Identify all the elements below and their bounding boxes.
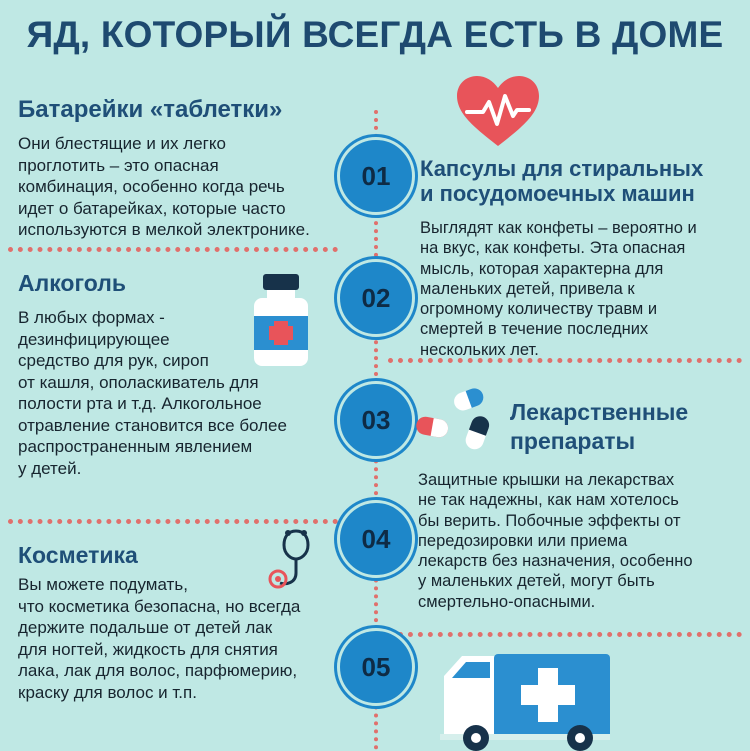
capsules-heading: Капсулы для стиральных и посудомоечных м… bbox=[420, 156, 704, 206]
page-title: ЯД, КОТОРЫЙ ВСЕГДА ЕСТЬ В ДОМЕ bbox=[26, 14, 724, 55]
heart-pulse-icon bbox=[457, 76, 539, 146]
step-number-2: 02 bbox=[337, 259, 415, 337]
medicines-heading: Лекарственные препараты bbox=[510, 399, 689, 454]
divider-2 bbox=[388, 358, 742, 363]
medicines-text: Защитные крышки на лекарствах не так над… bbox=[418, 471, 693, 611]
alcohol-heading: Алкоголь bbox=[18, 270, 126, 296]
stethoscope-icon bbox=[268, 529, 310, 589]
step-number-3: 03 bbox=[337, 381, 415, 459]
capsules-text: Выглядят как конфеты – вероятно и на вку… bbox=[420, 219, 697, 359]
ambulance-icon bbox=[440, 654, 610, 751]
cosmetics-heading: Косметика bbox=[18, 542, 138, 568]
step-number-4: 04 bbox=[337, 500, 415, 578]
medicine-bottle-icon bbox=[254, 274, 308, 366]
step-number-1: 01 bbox=[337, 137, 415, 215]
alcohol-text: В любых формах - дезинфицирующее средств… bbox=[18, 308, 287, 478]
pills-icon bbox=[416, 388, 490, 450]
batteries-text: Они блестящие и их легко проглотить – эт… bbox=[18, 134, 310, 239]
step-number-5: 05 bbox=[337, 628, 415, 706]
cosmetics-text: Вы можете подумать, что косметика безопа… bbox=[18, 575, 301, 702]
divider-4 bbox=[388, 632, 742, 637]
divider-3 bbox=[8, 519, 338, 524]
batteries-heading: Батарейки «таблетки» bbox=[18, 96, 283, 123]
divider-1 bbox=[8, 247, 338, 252]
